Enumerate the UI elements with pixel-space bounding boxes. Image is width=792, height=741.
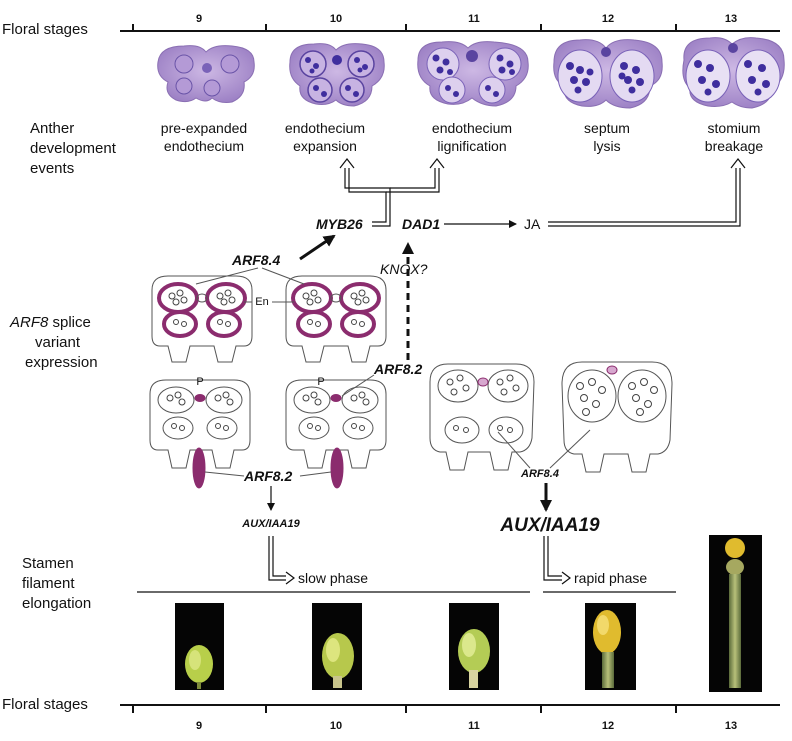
stage-9-top: 9 (196, 13, 202, 25)
stamen-photo-stage-9 (175, 603, 224, 690)
gene-arf84-lower: ARF8.4 (520, 468, 559, 480)
arf82-lower-pointers (204, 471, 332, 477)
event-pre-expanded-line1: pre-expanded (161, 120, 247, 136)
stage-10-bottom: 10 (330, 720, 342, 732)
anther-label-line1: Anther (30, 120, 74, 137)
arf84-upper-pointers (195, 267, 305, 285)
stage-10-top: 10 (330, 13, 342, 25)
splice-label-line2: variant (35, 334, 81, 351)
schematic-arf84-stage-13 (561, 361, 673, 473)
label-p-stage10: P (317, 376, 324, 388)
anther-label-line3: events (30, 160, 74, 177)
anther-section-stage-10 (289, 43, 385, 107)
event-septum-line2: lysis (593, 138, 620, 154)
floral-stages-label-bottom: Floral stages (2, 696, 88, 713)
anther-label-line2: development (30, 140, 117, 157)
gene-aux-big: AUX/IAA19 (499, 515, 600, 536)
stage-11-top: 11 (468, 13, 480, 25)
gene-aux-small: AUX/IAA19 (241, 518, 300, 530)
splice-label-line1: ARF8 splice (9, 314, 91, 331)
event-expansion-line1: endothecium (285, 120, 365, 136)
event-lignification-line1: endothecium (432, 120, 512, 136)
stamen-photo-stage-10 (312, 603, 362, 690)
label-rapid-phase: rapid phase (574, 570, 647, 586)
anther-section-stage-13 (682, 37, 785, 109)
stage-12-top: 12 (602, 13, 614, 25)
rapid-phase-hollow-arrow (543, 536, 571, 585)
floral-stages-label-top: Floral stages (2, 21, 88, 38)
arf82-upper-pointer (341, 374, 375, 397)
label-p-stage9: P (196, 376, 203, 388)
myb26-bracket-arrows (339, 158, 445, 227)
schematic-arf84-stage-9 (151, 275, 253, 363)
stage-12-bottom: 12 (602, 720, 614, 732)
arf84-lower-pointers (497, 429, 591, 469)
event-stomium-line1: stomium (708, 120, 761, 136)
gene-arf84-upper: ARF8.4 (231, 252, 280, 268)
stage-13-bottom: 13 (725, 720, 737, 732)
stamen-label-line2: filament (22, 575, 75, 592)
stage-13-top: 13 (725, 13, 737, 25)
event-expansion-line2: expansion (293, 138, 357, 154)
schematic-arf82-stage-9 (149, 379, 251, 489)
stamen-photo-stage-12 (585, 603, 636, 690)
event-pre-expanded-line2: endothecium (164, 138, 244, 154)
stamen-label-line1: Stamen (22, 555, 74, 572)
gene-dad1: DAD1 (402, 216, 440, 232)
event-stomium-line2: breakage (705, 138, 764, 154)
gene-arf82-lower: ARF8.2 (243, 468, 292, 484)
gene-arf82-upper: ARF8.2 (373, 361, 422, 377)
event-septum-line1: septum (584, 120, 630, 136)
stage-11-bottom: 11 (468, 720, 480, 732)
slow-phase-hollow-arrow (268, 536, 295, 585)
label-ja: JA (524, 216, 541, 232)
stamen-photo-stage-13 (709, 535, 762, 692)
stage-ticks-top (132, 24, 677, 31)
anther-section-stage-11 (417, 41, 529, 107)
event-lignification-line2: lignification (437, 138, 506, 154)
gene-myb26: MYB26 (316, 216, 363, 232)
stage-9-bottom: 9 (196, 720, 202, 732)
schematic-arf84-stage-10 (285, 275, 387, 363)
stamen-photo-stage-11 (449, 603, 499, 690)
schematic-arf84-stage-12 (429, 363, 535, 471)
label-knox: KNOX? (380, 261, 428, 277)
splice-label-line3: expression (25, 354, 98, 371)
label-en: En (255, 296, 268, 308)
schematic-arf82-stage-10 (285, 379, 387, 489)
anther-section-stage-12 (553, 39, 663, 109)
arf84-to-myb26-arrow (299, 234, 336, 261)
stamen-label-line3: elongation (22, 595, 91, 612)
ja-to-stomium-arrow (548, 158, 746, 227)
label-slow-phase: slow phase (298, 570, 368, 586)
stage-ticks-bottom (132, 705, 677, 713)
anther-section-stage-9 (157, 45, 255, 103)
